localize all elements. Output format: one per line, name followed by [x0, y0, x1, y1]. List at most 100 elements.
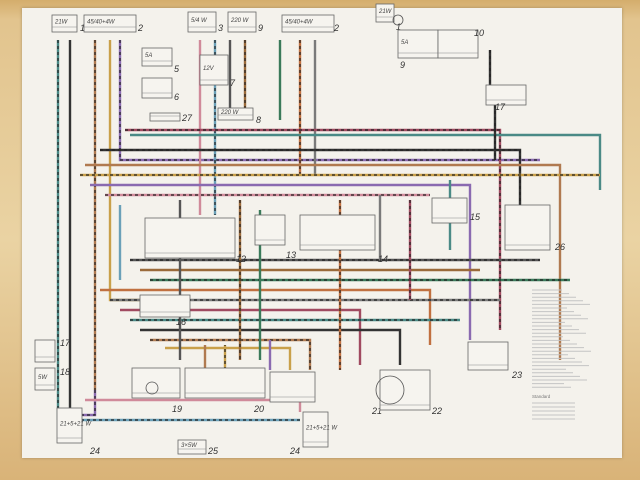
component-17: 17 [485, 84, 527, 112]
component-number: 24 [289, 446, 300, 456]
component-box [144, 217, 236, 259]
component-rating: 220 W [220, 110, 240, 116]
component-14: 14 [299, 214, 388, 264]
component-box [184, 367, 266, 399]
component-box [139, 294, 191, 318]
component-box [269, 371, 316, 403]
component-number: 18 [60, 367, 70, 377]
component-rating: 21W [378, 9, 393, 15]
component-rating: 220 W [230, 18, 250, 24]
component-box [281, 14, 335, 33]
component-2: 45/40+4W2 [281, 14, 339, 33]
component-number: 9 [258, 23, 263, 33]
wire [130, 133, 602, 190]
lamp-icon [145, 381, 159, 395]
component-box [437, 29, 479, 59]
component-number: 6 [174, 92, 179, 102]
component-9: 220 W 9 [227, 11, 263, 33]
component-number: 3 [218, 23, 223, 33]
component-box [34, 367, 56, 391]
component-24: 21+5+21 W 24 [56, 407, 100, 456]
component-23: 23 [467, 341, 522, 380]
wire [165, 346, 292, 370]
component-number: 2 [137, 23, 143, 33]
component-box [467, 341, 509, 371]
component-18: 5W 18 [34, 367, 70, 391]
component-2: 45/40+4W 2 [83, 14, 143, 33]
component-number: 13 [286, 250, 296, 260]
component-box [177, 439, 207, 455]
component-box [379, 369, 431, 411]
component-13: 13 [254, 214, 296, 260]
component-number: 24 [89, 446, 100, 456]
component-number: 14 [378, 254, 388, 264]
wire-tracer [119, 40, 540, 161]
component-number: 22 [431, 406, 442, 416]
component-box [254, 214, 286, 246]
component-1: 21W 1 [375, 3, 401, 32]
component-rating: 5W [38, 375, 48, 381]
component-box [299, 214, 376, 251]
component-box [131, 367, 181, 399]
component-number: 16 [176, 317, 186, 327]
component-number: 1 [80, 23, 85, 33]
component-12: 12 [144, 217, 246, 264]
component-10: 10 [437, 28, 484, 59]
component-rating: 21+5+21 W [59, 422, 92, 428]
component-number: 8 [256, 115, 261, 125]
wire [100, 288, 432, 345]
component-rating: 5A [145, 53, 152, 59]
component-number: 27 [181, 113, 193, 123]
wire [90, 183, 472, 340]
component-number: 1 [396, 22, 401, 32]
component-number: 9 [400, 60, 405, 70]
component-number: 10 [474, 28, 484, 38]
component-17: 17 [34, 338, 71, 363]
component-box [431, 197, 468, 224]
component-rating: 21W [54, 20, 69, 26]
component-box [51, 14, 78, 33]
component-1: 21W 1 [51, 14, 85, 33]
component-rating: 45/40+4W [87, 20, 116, 26]
component-number: 21 [371, 406, 382, 416]
component-number: 2 [333, 23, 339, 33]
component-rating: 5/4 W [191, 18, 208, 24]
component-16: 16 [139, 294, 191, 327]
component-6: 6 [141, 77, 179, 102]
wire [150, 338, 312, 370]
component-box [34, 339, 56, 363]
component-number: 12 [236, 254, 246, 264]
wire [85, 398, 302, 412]
legend-heading: Standard [532, 394, 551, 399]
wire [120, 308, 362, 365]
component-24: 21+5+21 W 24 [289, 411, 338, 456]
component-box [56, 407, 83, 444]
component-box [375, 3, 395, 23]
component-box [397, 29, 439, 59]
wire [85, 163, 562, 360]
component-number: 25 [207, 446, 219, 456]
component-9: 5A 9 [397, 29, 439, 70]
component-rating: 21+5+21 W [305, 426, 338, 432]
component-26: 26 [504, 204, 565, 252]
component-19: 19 [131, 367, 182, 414]
wire [140, 328, 402, 365]
component-box [217, 107, 254, 121]
component-20: 20 [184, 367, 266, 414]
component-box [149, 112, 181, 122]
component-rating: 5A [401, 40, 408, 46]
component-box [302, 411, 329, 448]
component-8: 220 W 8 [217, 107, 261, 125]
component-box [83, 14, 137, 33]
component-number: 26 [554, 242, 565, 252]
component-rating: 3×5W [181, 443, 198, 449]
component-box [485, 84, 527, 106]
wire-tracer [125, 129, 501, 330]
component-number: 5 [174, 64, 180, 74]
component-21: 21 [269, 371, 382, 416]
component-number: 7 [230, 78, 236, 88]
component-number: 17 [60, 338, 71, 348]
